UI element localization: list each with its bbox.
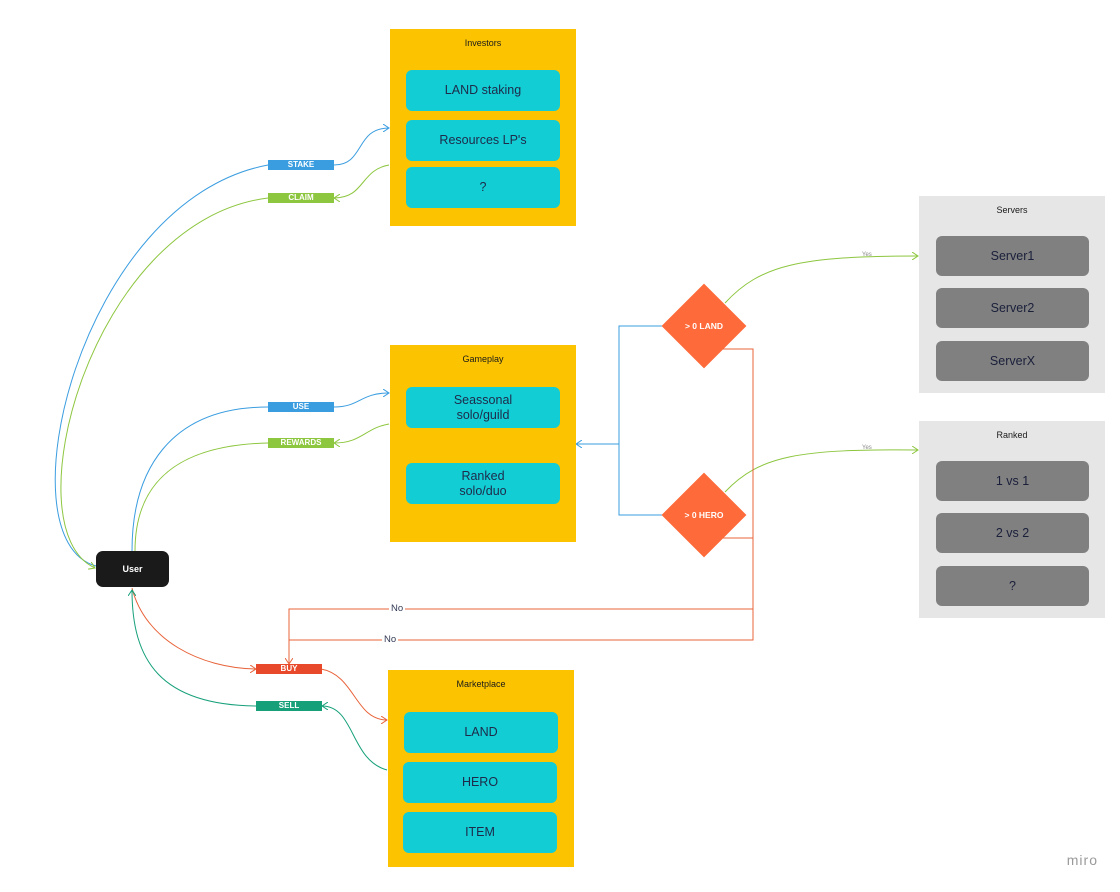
land-staking-node[interactable]: LAND staking	[406, 70, 560, 111]
marketplace-title: Marketplace	[456, 679, 506, 689]
user-node[interactable]: User	[96, 551, 169, 587]
edge-buy-marketplace	[320, 668, 387, 720]
seasonal-node[interactable]: Seassonal solo/guild	[406, 387, 560, 428]
ranked-group: Ranked 1 vs 1 2 vs 2 ?	[919, 421, 1105, 618]
edge-investors-claim	[334, 164, 390, 198]
land-decision-label: > 0 LAND	[684, 321, 724, 331]
hero-market-node[interactable]: HERO	[403, 762, 557, 803]
no-lower-label: No	[382, 634, 399, 645]
hero-decision[interactable]: > 0 HERO	[661, 472, 747, 558]
land-market-node[interactable]: LAND	[404, 712, 558, 753]
edge-hero-gameplay	[618, 444, 664, 516]
land-decision[interactable]: > 0 LAND	[661, 283, 747, 369]
server1-node[interactable]: Server1	[936, 236, 1089, 276]
investors-title: Investors	[464, 38, 502, 48]
marketplace-group: Marketplace LAND HERO ITEM	[388, 670, 574, 867]
edge-user-use	[131, 406, 269, 552]
yes-ranked-label: Yes	[862, 445, 872, 451]
two-vs-two-node[interactable]: 2 vs 2	[936, 513, 1089, 553]
edge-marketplace-sell	[322, 706, 388, 771]
edge-gameplay-rewards	[334, 423, 390, 443]
investors-group: Investors LAND staking Resources LP's ?	[390, 29, 576, 226]
edge-hero-ranked	[724, 450, 918, 493]
stake-tag[interactable]: STAKE	[268, 160, 334, 170]
edge-user-buy	[131, 587, 256, 669]
miro-watermark: miro	[1066, 852, 1098, 868]
serverx-node[interactable]: ServerX	[936, 341, 1089, 381]
edge-hero-no	[289, 537, 754, 641]
server2-node[interactable]: Server2	[936, 288, 1089, 328]
ranked-unknown-node[interactable]: ?	[936, 566, 1089, 606]
sell-tag[interactable]: SELL	[256, 701, 322, 711]
buy-tag[interactable]: BUY	[256, 664, 322, 674]
servers-title: Servers	[996, 205, 1028, 215]
edge-sell-user	[132, 590, 257, 707]
servers-group: Servers Server1 Server2 ServerX	[919, 196, 1105, 393]
gameplay-title: Gameplay	[462, 354, 504, 364]
ranked-title: Ranked	[996, 430, 1028, 440]
edge-claim-user	[60, 197, 269, 568]
hero-decision-label: > 0 HERO	[684, 510, 724, 520]
edge-land-servers	[724, 256, 918, 304]
claim-tag[interactable]: CLAIM	[268, 193, 334, 203]
edge-land-gameplay	[576, 325, 664, 444]
edge-use-gameplay	[333, 393, 389, 408]
gameplay-group: Gameplay Seassonal solo/guild Ranked sol…	[390, 345, 576, 542]
item-market-node[interactable]: ITEM	[403, 812, 557, 853]
rewards-tag[interactable]: REWARDS	[268, 438, 334, 448]
edge-rewards-user	[134, 442, 269, 552]
yes-servers-label: Yes	[862, 252, 872, 258]
edge-stake-investors	[333, 128, 389, 166]
resources-lp-node[interactable]: Resources LP's	[406, 120, 560, 161]
one-vs-one-node[interactable]: 1 vs 1	[936, 461, 1089, 501]
use-tag[interactable]: USE	[268, 402, 334, 412]
investors-unknown-node[interactable]: ?	[406, 167, 560, 208]
no-upper-label: No	[389, 603, 406, 614]
ranked-solo-duo-node[interactable]: Ranked solo/duo	[406, 463, 560, 504]
edge-user-stake	[54, 164, 269, 567]
